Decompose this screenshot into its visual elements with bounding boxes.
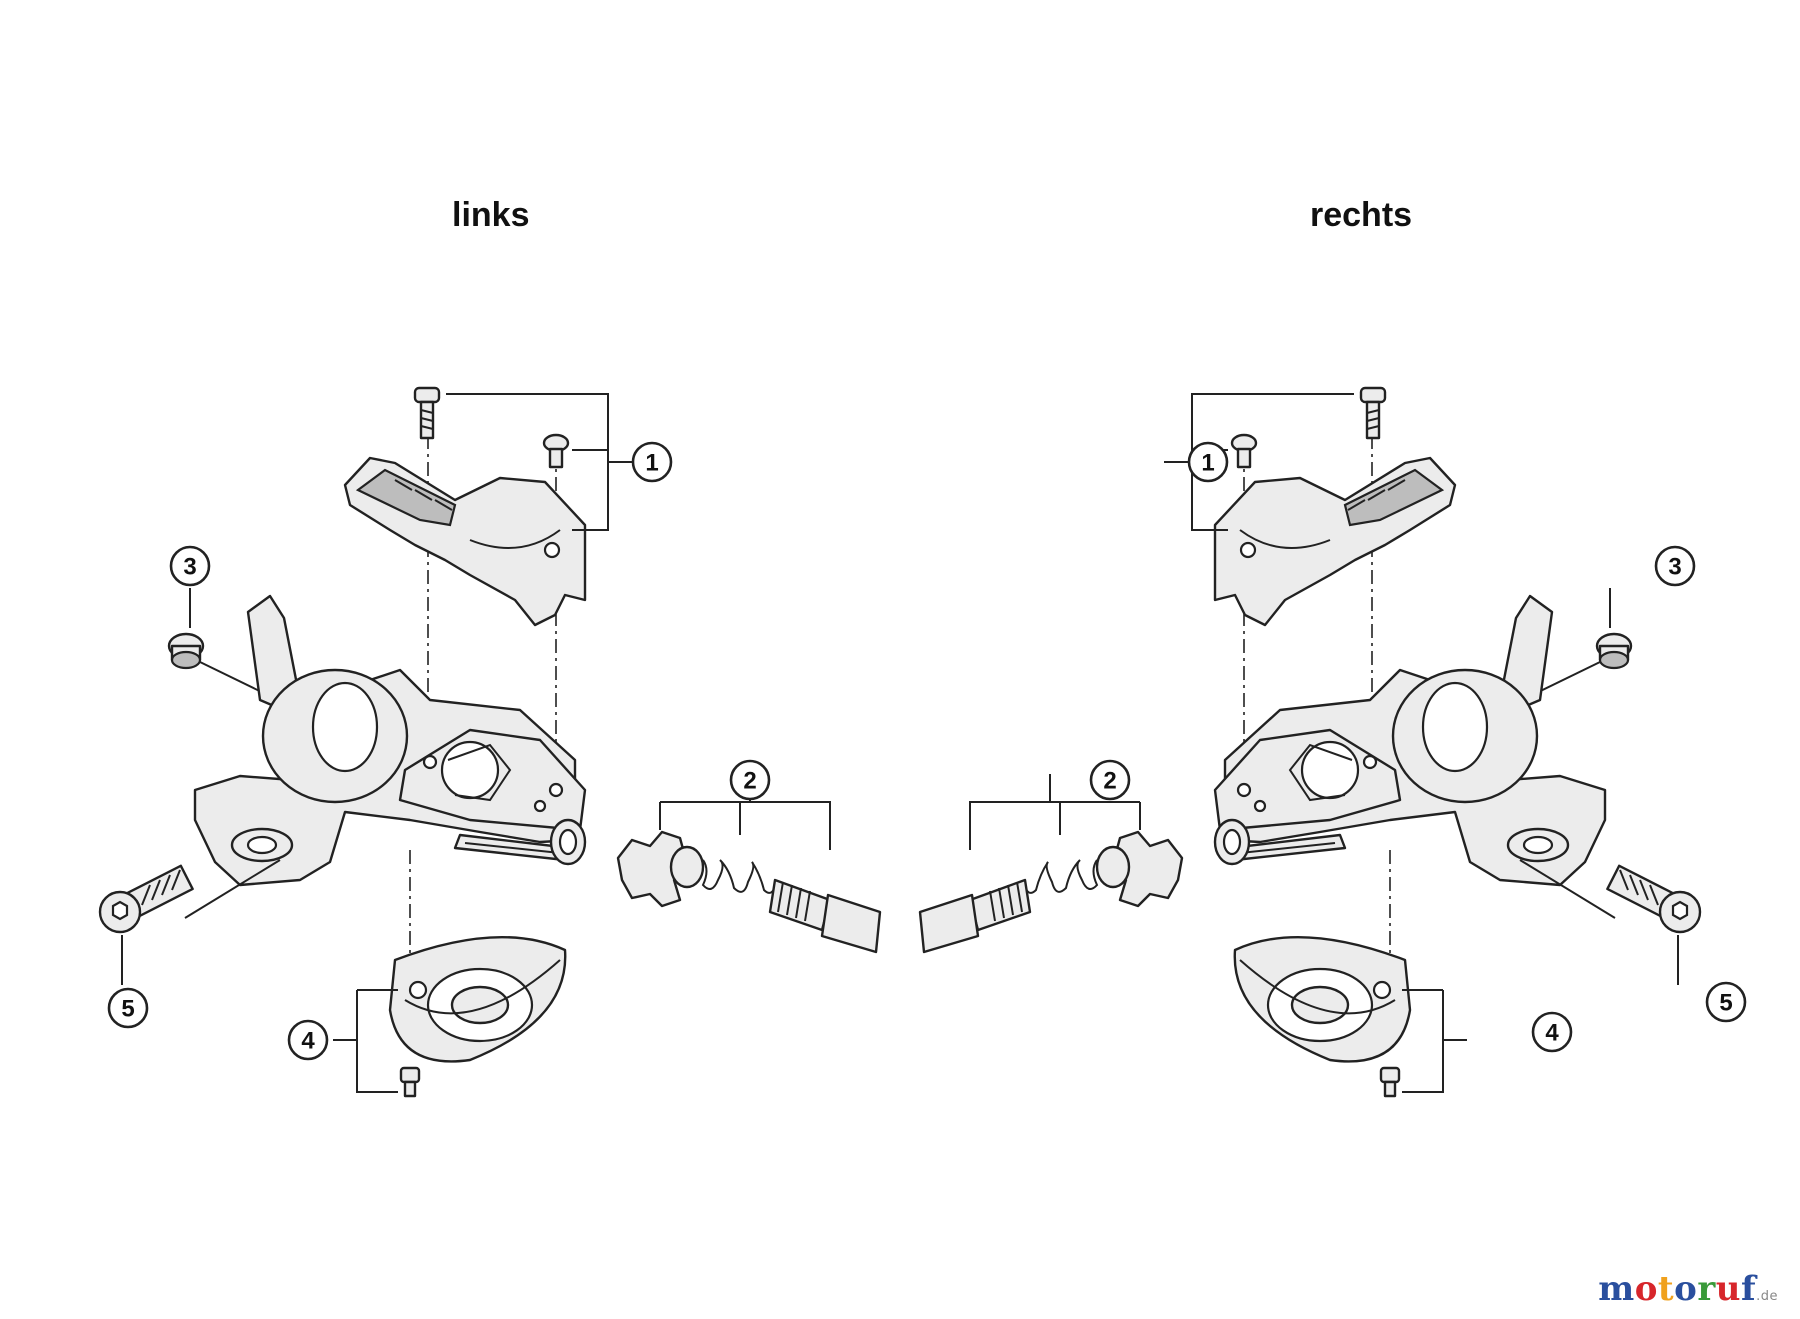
callout-left-2: 2 <box>729 759 771 801</box>
svg-text:4: 4 <box>1545 1020 1559 1047</box>
callout-right-4: 4 <box>1531 1011 1573 1053</box>
callout-left-4: 4 <box>287 1019 329 1061</box>
watermark-letter: o <box>1674 1269 1698 1309</box>
svg-text:5: 5 <box>1719 990 1732 1017</box>
svg-text:5: 5 <box>121 996 134 1023</box>
assembly-right <box>918 386 1702 1098</box>
svg-text:4: 4 <box>301 1028 315 1055</box>
svg-text:1: 1 <box>645 450 658 477</box>
svg-text:3: 3 <box>183 554 196 581</box>
watermark-logo: motoruf.de <box>1598 1269 1778 1309</box>
watermark-letter: f <box>1740 1269 1757 1309</box>
callout-right-1: 1 <box>1187 441 1229 483</box>
callout-right-5: 5 <box>1705 981 1747 1023</box>
diagram-title-left: links <box>452 196 530 234</box>
diagram-title-right: rechts <box>1310 196 1413 234</box>
svg-text:3: 3 <box>1668 554 1681 581</box>
svg-text:2: 2 <box>1103 768 1116 795</box>
watermark-letter: t <box>1657 1269 1675 1309</box>
svg-text:1: 1 <box>1201 450 1214 477</box>
watermark-letter: r <box>1697 1269 1716 1309</box>
watermark-suffix: .de <box>1756 1289 1778 1304</box>
watermark-letter: u <box>1715 1269 1741 1309</box>
callout-left-3: 3 <box>169 545 211 587</box>
callout-left-1: 1 <box>631 441 673 483</box>
callout-right-3: 3 <box>1654 545 1696 587</box>
watermark-letter: o <box>1634 1269 1658 1309</box>
callout-right-2: 2 <box>1089 759 1131 801</box>
assembly-left <box>98 386 882 1098</box>
watermark-letter: m <box>1598 1269 1635 1309</box>
callout-left-5: 5 <box>107 987 149 1029</box>
svg-text:2: 2 <box>743 768 756 795</box>
